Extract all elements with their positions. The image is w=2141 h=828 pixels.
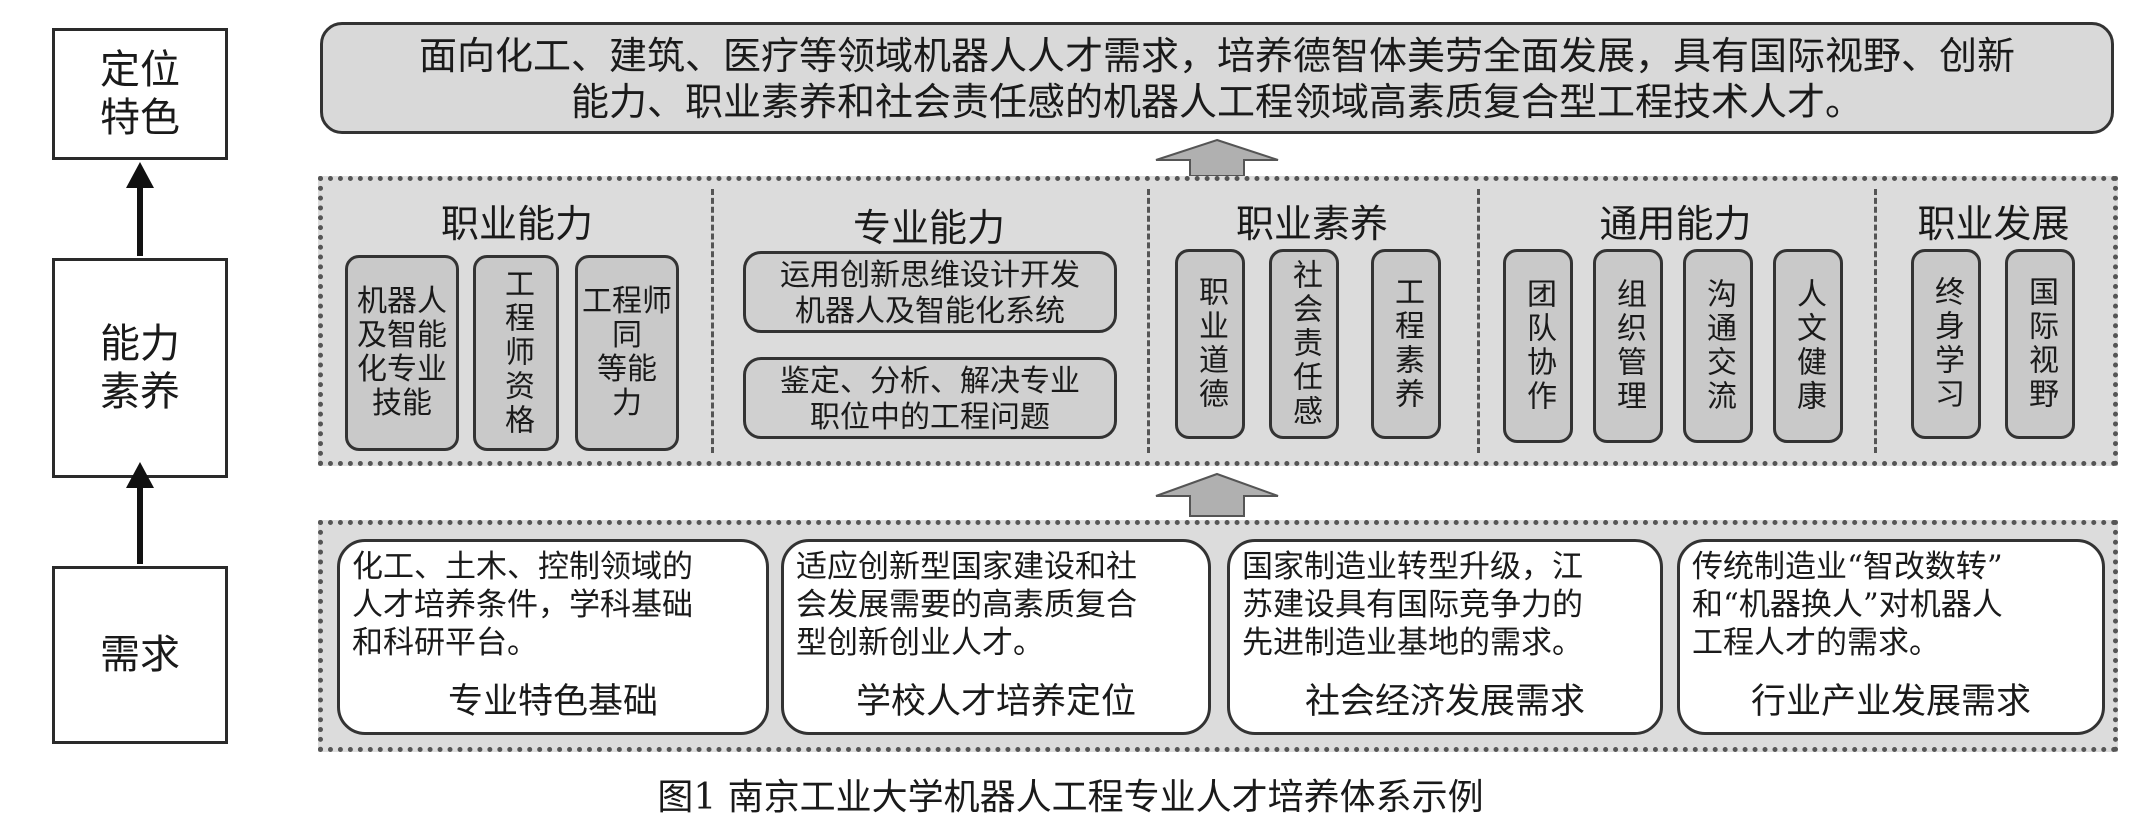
- ability-label-1: 能力: [100, 321, 180, 367]
- pill-engineering-problems: 鉴定、分析、解决专业 职位中的工程问题: [743, 357, 1117, 439]
- pill-line: 化专业: [357, 352, 447, 387]
- need-description: 化工、土木、控制领域的 人才培养条件，学科基础 和科研平台。: [352, 548, 758, 662]
- section-title-career-development: 职业发展: [1917, 202, 2070, 246]
- need-line: 和科研平台。: [352, 625, 538, 661]
- pill-text: 工程素养: [1389, 276, 1424, 412]
- demand-label: 需求: [100, 632, 180, 678]
- pill-engineer-qualification: 工程师资格: [473, 255, 559, 451]
- block-arrow-icon: [1152, 138, 1282, 178]
- pill-line: 机器人: [357, 284, 447, 319]
- ability-label-2: 素养: [100, 369, 180, 415]
- figure-caption: 图1 南京工业大学机器人工程专业人才培养体系示例: [657, 777, 1484, 818]
- need-line: 传统制造业“智改数转”: [1692, 549, 2003, 585]
- need-title: 社会经济发展需求: [1304, 682, 1585, 722]
- pill-innovative-design: 运用创新思维设计开发 机器人及智能化系统: [743, 251, 1117, 333]
- pill-line: 职位中的工程问题: [810, 400, 1050, 435]
- need-title: 行业产业发展需求: [1750, 682, 2031, 722]
- section-divider: [1147, 189, 1150, 453]
- needs-frame: 化工、土木、控制领域的 人才培养条件，学科基础 和科研平台。 专业特色基础 适应…: [318, 520, 2118, 752]
- need-line: 化工、土木、控制领域的: [352, 549, 693, 585]
- section-divider: [711, 189, 714, 453]
- pill-humanistic-health: 人文健康: [1773, 249, 1843, 443]
- pill-line: 鉴定、分析、解决专业: [780, 364, 1080, 399]
- pill-text: 职业道德: [1193, 276, 1228, 412]
- pill-line: 机器人及智能化系统: [795, 294, 1065, 329]
- pill-line: 及智能: [357, 318, 447, 353]
- pill-teamwork: 团队协作: [1503, 249, 1573, 443]
- section-title-career-ability: 职业能力: [440, 202, 593, 246]
- need-title: 专业特色基础: [447, 682, 658, 722]
- pill-engineering-literacy: 工程素养: [1371, 249, 1441, 439]
- goal-line-1: 面向化工、建筑、医疗等领域机器人人才需求，培养德智体美劳全面发展，具有国际视野、…: [418, 34, 2015, 78]
- pill-line: 力: [612, 386, 642, 421]
- pill-text: 终身学习: [1929, 276, 1964, 412]
- pill-robot-skills: 机器人 及智能 化专业 技能: [345, 255, 459, 451]
- section-divider: [1477, 189, 1480, 453]
- ability-box: 能力 素养: [52, 258, 228, 478]
- pill-professional-ethics: 职业道德: [1175, 249, 1245, 439]
- pill-text: 工程师资格: [499, 268, 534, 438]
- pill-organization-management: 组织管理: [1593, 249, 1663, 443]
- positioning-box: 定位 特色: [52, 28, 228, 160]
- demand-box: 需求: [52, 566, 228, 744]
- goal-box: 面向化工、建筑、医疗等领域机器人人才需求，培养德智体美劳全面发展，具有国际视野、…: [320, 22, 2114, 134]
- section-title-professional-literacy: 职业素养: [1235, 202, 1388, 246]
- need-description: 国家制造业转型升级，江 苏建设具有国际竞争力的 先进制造业基地的需求。: [1242, 548, 1652, 662]
- need-line: 和“机器换人”对机器人: [1692, 587, 2003, 623]
- positioning-label-2: 特色: [100, 95, 180, 141]
- section-divider: [1874, 189, 1877, 453]
- pill-line: 等能: [597, 352, 657, 387]
- need-line: 适应创新型国家建设和社: [796, 549, 1137, 585]
- need-card-industry: 传统制造业“智改数转” 和“机器换人”对机器人 工程人才的需求。 行业产业发展需…: [1677, 539, 2105, 735]
- section-title-professional-ability: 专业能力: [852, 206, 1005, 250]
- pill-communication: 沟通交流: [1683, 249, 1753, 443]
- need-description: 适应创新型国家建设和社 会发展需要的高素质复合 型创新创业人才。: [796, 548, 1200, 662]
- need-line: 国家制造业转型升级，江: [1242, 549, 1583, 585]
- need-card-school-positioning: 适应创新型国家建设和社 会发展需要的高素质复合 型创新创业人才。 学校人才培养定…: [781, 539, 1211, 735]
- need-line: 先进制造业基地的需求。: [1242, 625, 1583, 661]
- positioning-label-1: 定位: [100, 47, 180, 93]
- block-arrow-icon: [1152, 472, 1282, 518]
- pill-text: 国际视野: [2023, 276, 2058, 412]
- need-line: 人才培养条件，学科基础: [352, 587, 693, 623]
- need-line: 型创新创业人才。: [796, 625, 1044, 661]
- need-line: 工程人才的需求。: [1692, 625, 1940, 661]
- pill-text: 人文健康: [1791, 278, 1826, 414]
- need-description: 传统制造业“智改数转” 和“机器换人”对机器人 工程人才的需求。: [1692, 548, 2094, 662]
- pill-text: 社会责任感: [1287, 259, 1322, 429]
- need-line: 会发展需要的高素质复合: [796, 587, 1137, 623]
- pill-social-responsibility: 社会责任感: [1269, 249, 1339, 439]
- pill-international-vision: 国际视野: [2005, 249, 2075, 439]
- pill-line: 运用创新思维设计开发: [780, 258, 1080, 293]
- need-card-specialty-base: 化工、土木、控制领域的 人才培养条件，学科基础 和科研平台。 专业特色基础: [337, 539, 769, 735]
- pill-line: 技能: [372, 386, 432, 421]
- pill-engineer-equivalent: 工程师同 等能 力: [575, 255, 679, 451]
- need-card-socioeconomic: 国家制造业转型升级，江 苏建设具有国际竞争力的 先进制造业基地的需求。 社会经济…: [1227, 539, 1663, 735]
- need-title: 学校人才培养定位: [855, 682, 1136, 722]
- pill-text: 团队协作: [1521, 278, 1556, 414]
- pill-text: 组织管理: [1611, 278, 1646, 414]
- need-line: 苏建设具有国际竞争力的: [1242, 587, 1583, 623]
- pill-line: 工程师同: [582, 284, 672, 353]
- pill-text: 沟通交流: [1701, 278, 1736, 414]
- abilities-frame: 职业能力 机器人 及智能 化专业 技能 工程师资格 工程师同 等能 力 专业能力…: [318, 176, 2118, 466]
- pill-lifelong-learning: 终身学习: [1911, 249, 1981, 439]
- section-title-general-ability: 通用能力: [1599, 202, 1752, 246]
- goal-line-2: 能力、职业素养和社会责任感的机器人工程领域高素质复合型工程技术人才。: [570, 80, 1863, 124]
